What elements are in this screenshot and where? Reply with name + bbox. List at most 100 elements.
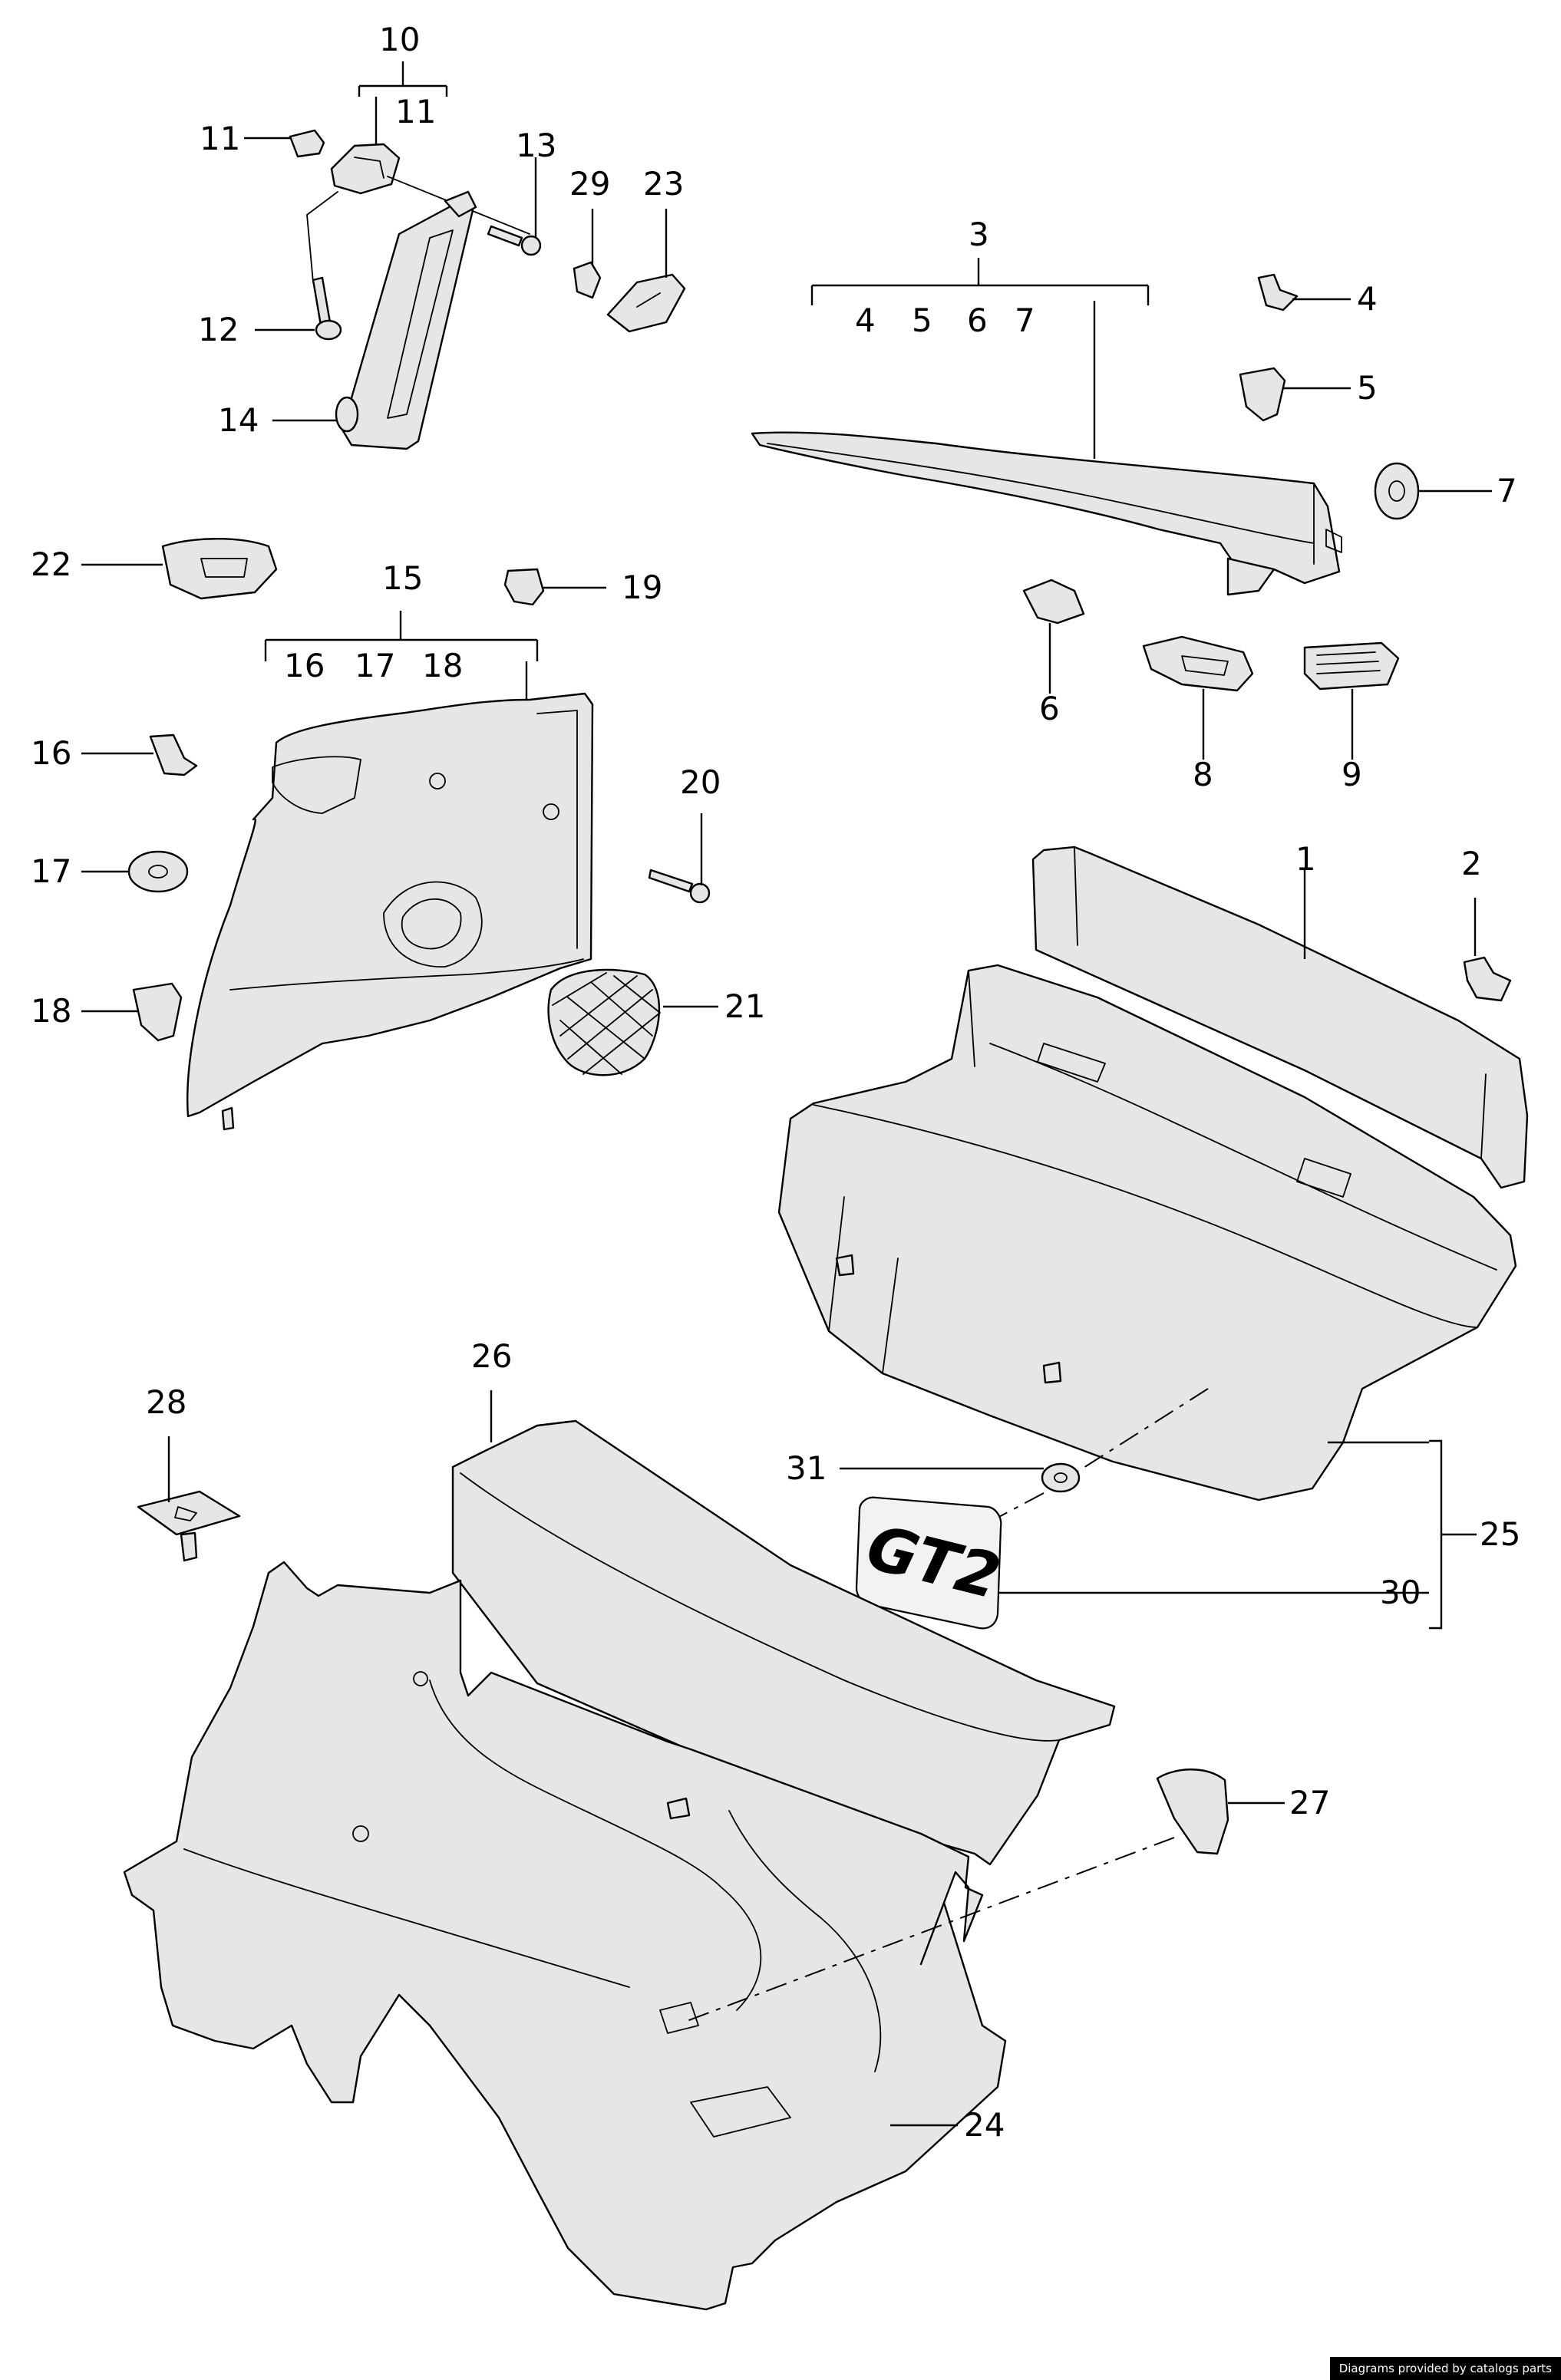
part-24-luggage-liner — [123, 1561, 1007, 2311]
part-27-cap — [1156, 1769, 1229, 1855]
callout-9: 9 — [1342, 756, 1362, 793]
part-15-hole-a — [429, 773, 446, 789]
callout-28: 28 — [146, 1383, 186, 1421]
part-14-grommet — [335, 396, 359, 433]
part-10-detail — [354, 157, 384, 179]
part-26-crease — [460, 1472, 1060, 1742]
part-10-mount — [330, 143, 401, 195]
callout-4: 4 — [1357, 280, 1378, 318]
part-8-trim — [1142, 635, 1254, 692]
callout-21: 21 — [724, 987, 765, 1025]
callout-19: 19 — [622, 569, 662, 606]
part-25-front-edge — [813, 1104, 1478, 1328]
part-24-hole-a — [352, 1825, 369, 1842]
part-13-screw-shank — [487, 225, 523, 247]
part-29-clip — [573, 261, 602, 299]
link-12 — [306, 191, 338, 283]
part-23-detail — [636, 292, 661, 308]
part-16-clip — [149, 733, 198, 776]
part-18-clip — [132, 982, 183, 1042]
bracket-15 — [264, 611, 539, 661]
part-28-logo — [174, 1506, 197, 1521]
upper-rear-trim-group — [751, 258, 1492, 760]
callout-8: 8 — [1193, 756, 1213, 793]
part-15-crease — [229, 958, 584, 991]
part-12-screw-head — [315, 319, 342, 341]
callout-3-sub-7: 7 — [1015, 302, 1035, 339]
callout-3-sub-5: 5 — [912, 302, 932, 339]
bracket-3 — [810, 258, 1150, 305]
part-9-slats — [1316, 651, 1381, 674]
part-14-tab — [444, 190, 477, 218]
bracket-25 — [1429, 1439, 1477, 1630]
callout-10-sub-11: 11 — [395, 93, 436, 130]
callout-31: 31 — [786, 1449, 827, 1487]
callout-30: 30 — [1380, 1574, 1421, 1611]
callout-3: 3 — [969, 216, 989, 253]
callout-22: 22 — [31, 546, 71, 583]
part-15-top-lip — [272, 756, 361, 814]
axis-27 — [682, 1837, 1175, 2023]
callout-2: 2 — [1461, 845, 1482, 882]
callout-6: 6 — [1039, 690, 1060, 727]
part-6-clip — [1022, 579, 1085, 625]
callout-25: 25 — [1480, 1515, 1520, 1553]
callout-10: 10 — [379, 21, 420, 58]
part-9-grille — [1303, 641, 1400, 691]
part-31-hole — [1054, 1472, 1068, 1483]
part-15-speaker-inner — [401, 898, 462, 950]
part-1-rear-panel — [1031, 846, 1529, 1189]
callout-11: 11 — [200, 120, 240, 157]
part-19-clip — [503, 568, 545, 606]
callout-17: 17 — [31, 852, 71, 890]
part-8-slot — [1181, 655, 1229, 676]
rear-panel-group: GT2 — [777, 846, 1529, 1630]
part-28-screw — [180, 1531, 198, 1562]
callout-26: 26 — [471, 1337, 512, 1375]
part-22-cover — [161, 538, 278, 600]
part-24-hole-b — [413, 1671, 428, 1686]
part-11-clip — [289, 129, 325, 158]
part-17-washer — [127, 850, 189, 893]
part-17-washer-hole — [148, 865, 168, 878]
callout-5: 5 — [1357, 369, 1378, 407]
callout-15-sub-18: 18 — [422, 647, 463, 684]
callout-15-sub-16: 16 — [284, 647, 325, 684]
luggage-trim-group — [123, 1390, 1285, 2311]
callout-15-sub-17: 17 — [355, 647, 395, 684]
callout-27: 27 — [1289, 1784, 1330, 1821]
callout-16: 16 — [31, 734, 71, 772]
part-20-screw-shank — [648, 869, 694, 893]
part-3-crease — [767, 443, 1315, 544]
part-24-socket — [659, 2002, 699, 2034]
part-21-mesh — [552, 972, 661, 1075]
part-3-tab — [1226, 557, 1276, 596]
part-15-inner-edge — [536, 710, 578, 949]
part-12-screw-shank — [312, 276, 332, 327]
part-15-tab — [221, 1106, 235, 1131]
part-7-washer-hole — [1388, 480, 1405, 502]
callout-7: 7 — [1497, 472, 1517, 509]
side-panel-group — [81, 538, 718, 1131]
pillar-trim-group — [244, 61, 686, 450]
credit-label: Diagrams provided by catalogs parts — [1329, 2357, 1561, 2380]
part-15-speaker-recess — [383, 881, 483, 967]
part-24-crease-c — [728, 1810, 882, 2072]
part-14-slot — [387, 229, 454, 419]
part-24-tab — [666, 1797, 691, 1820]
part-22-opening — [200, 558, 248, 578]
part-3-upper-trim — [751, 431, 1341, 585]
part-28-plate — [137, 1490, 241, 1536]
part-1-edges — [1074, 846, 1487, 1159]
callout-14: 14 — [218, 401, 259, 439]
part-3-slot — [1325, 529, 1342, 553]
callout-12: 12 — [198, 311, 239, 348]
bracket-10 — [358, 61, 448, 97]
callout-23: 23 — [643, 165, 684, 203]
callout-29: 29 — [569, 165, 610, 203]
part-5-clip — [1239, 367, 1286, 422]
callout-15: 15 — [382, 559, 423, 597]
part-24-crease-b — [429, 1680, 762, 2011]
